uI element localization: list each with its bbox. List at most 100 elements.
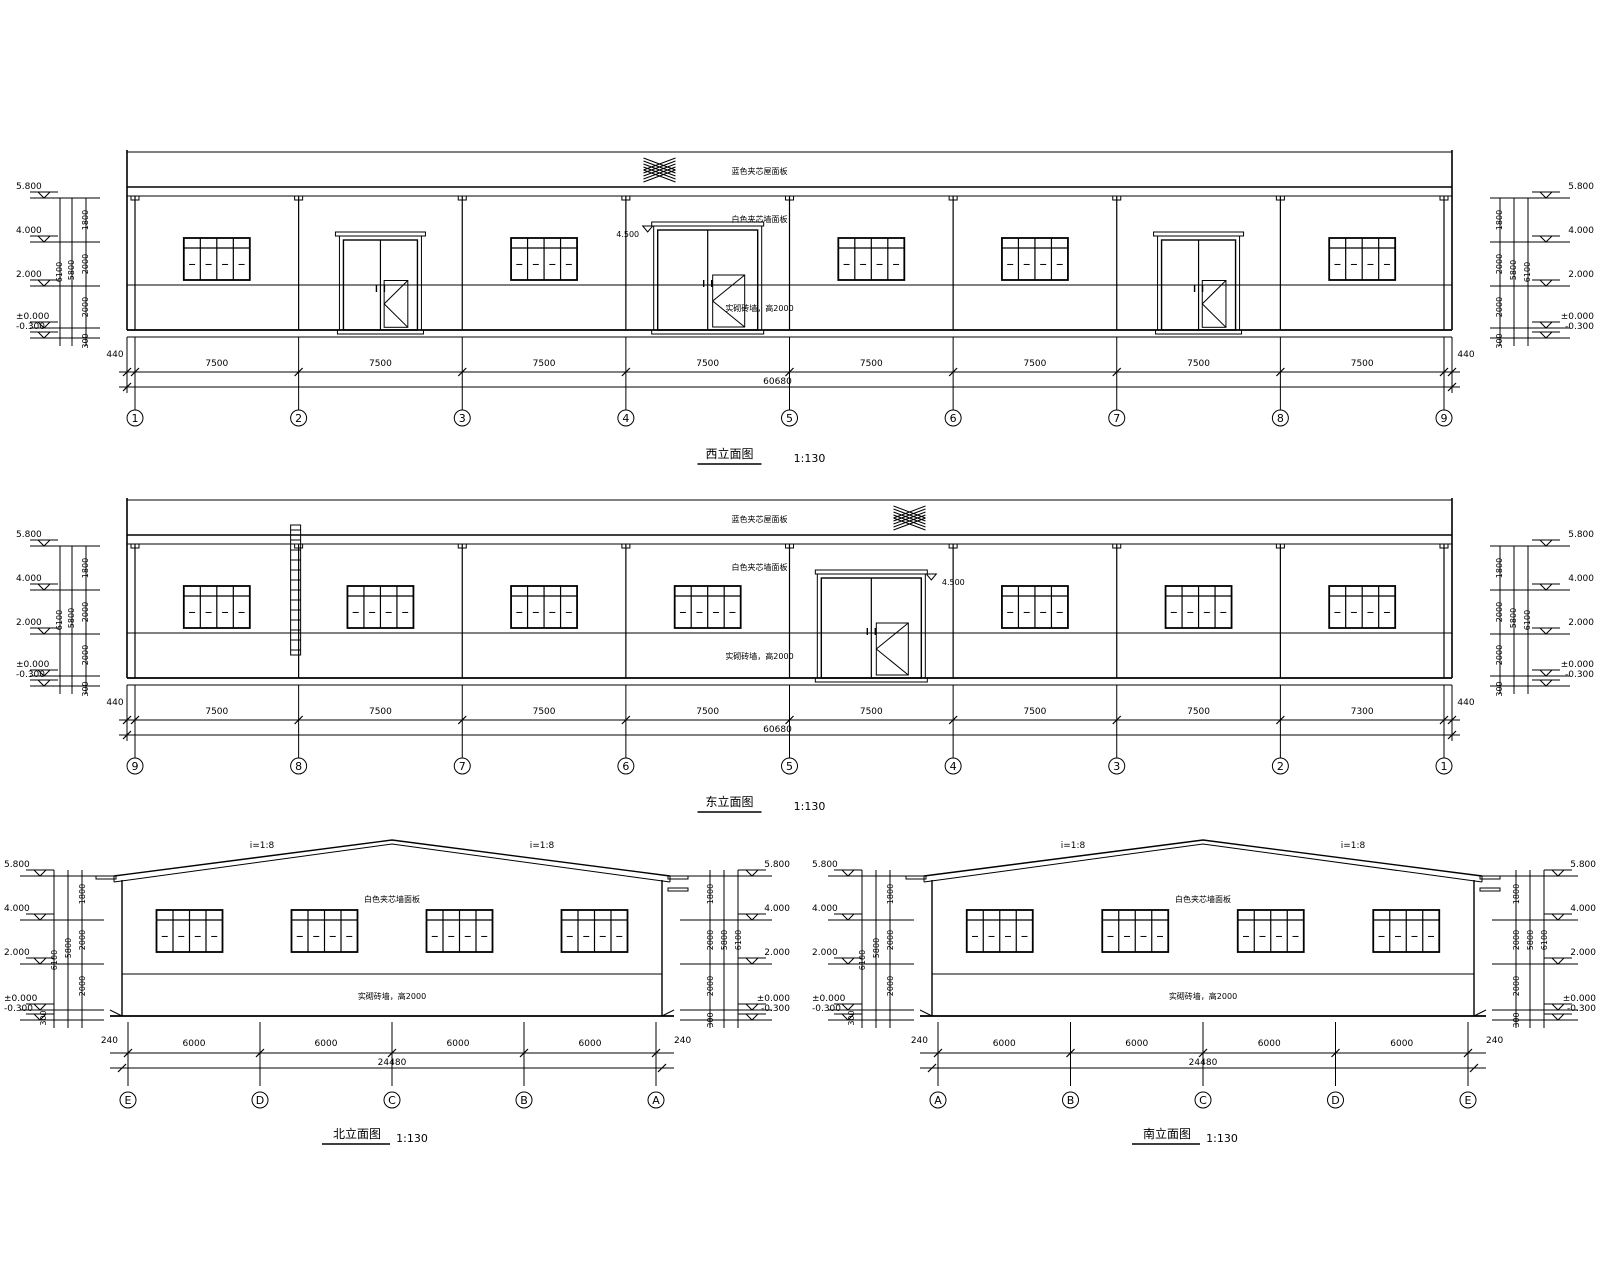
level-triangle [36, 679, 52, 687]
axis-label: E [125, 1094, 132, 1107]
level-mark: -0.300 [16, 322, 84, 339]
hatch-line [893, 511, 926, 525]
height-seg: 2000 [886, 976, 895, 996]
window [1101, 909, 1170, 953]
roof-access-ladder [290, 524, 302, 656]
bay-dimension: 7500 [860, 359, 883, 369]
height-seg: 1800 [81, 210, 90, 230]
window [182, 585, 251, 629]
level-mark: 5.800 [16, 530, 84, 547]
door [651, 221, 765, 335]
drawing-title: 西立面图 [705, 446, 753, 461]
height-seg: 2000 [1512, 976, 1521, 996]
hatch-line [893, 514, 926, 528]
bay-dimension: 7500 [369, 359, 392, 369]
apron-slope [919, 1009, 933, 1017]
gutter-bracket [667, 875, 689, 880]
height-seg: 300 [81, 681, 90, 696]
axis-label: 2 [1277, 760, 1284, 773]
gutter-bracket [667, 887, 689, 892]
level-triangle [36, 583, 52, 591]
overall-dimension: 60680 [763, 725, 792, 735]
height-seg: 300 [847, 1010, 856, 1025]
axis-bubble [1271, 409, 1289, 427]
dimension-tick [948, 715, 958, 725]
level-value: 4.000 [16, 226, 42, 236]
door-level-triangle [641, 225, 654, 233]
axis-bubble [617, 757, 635, 775]
level-value: 2.000 [4, 948, 30, 958]
axis-bubble [1435, 757, 1453, 775]
axis-bubble [1062, 1091, 1079, 1109]
bay-dimension: 6000 [315, 1039, 338, 1049]
height-seg: 1800 [78, 884, 87, 904]
bay-dimension: 7500 [1351, 359, 1374, 369]
level-triangle [1538, 627, 1554, 635]
door-step [814, 677, 928, 683]
edge-dimension: 440 [106, 350, 123, 360]
roof-note: 蓝色夹芯屋面板 [732, 166, 788, 176]
base-note: 实砌砖墙，高2000 [725, 303, 793, 313]
level-mark: 2.000 [1506, 618, 1594, 635]
level-value: 5.800 [812, 860, 838, 870]
downpipe-head [130, 543, 140, 549]
height-seg: 1800 [886, 884, 895, 904]
bay-dimension: 7300 [1351, 707, 1374, 717]
level-triangle [1538, 679, 1554, 687]
level-triangle [744, 1013, 760, 1021]
hatch-line [643, 160, 676, 174]
height-mid: 5800 [64, 938, 73, 958]
level-triangle [1550, 1003, 1566, 1011]
height-seg: 300 [81, 333, 90, 348]
dimension-tick [1275, 367, 1285, 377]
dimension-tick [651, 1048, 661, 1058]
axis-label: D [256, 1094, 264, 1107]
height-seg: 2000 [81, 254, 90, 274]
bay-dimension: 6000 [1125, 1039, 1148, 1049]
axis-label: 9 [1441, 412, 1448, 425]
level-value: 2.000 [16, 270, 42, 280]
downpipe-head [785, 543, 794, 549]
axis-label: 6 [622, 760, 629, 773]
level-value: -0.300 [1565, 322, 1594, 332]
level-triangle [1550, 913, 1566, 921]
axis-label: A [652, 1094, 660, 1107]
dimension-tick [294, 715, 304, 725]
edge-dimension: 240 [1486, 1036, 1503, 1046]
roof-slope: i=1:8 [1341, 841, 1366, 851]
hatch-line [893, 517, 926, 531]
overall-dimension: 24480 [378, 1058, 407, 1068]
apron-slope [1473, 1009, 1487, 1017]
level-triangle [36, 539, 52, 547]
bay-dimension: 6000 [183, 1039, 206, 1049]
axis-label: 4 [622, 412, 629, 425]
dimension-tick [657, 1063, 667, 1073]
wicket-door [875, 622, 909, 676]
level-value: 2.000 [16, 618, 42, 628]
bay-dimension: 7500 [1187, 359, 1210, 369]
downpipe-head [294, 195, 304, 201]
axis-bubble [251, 1091, 269, 1109]
level-triangle [1538, 191, 1554, 199]
height-seg: 2000 [1495, 297, 1504, 317]
axis-label: D [1331, 1094, 1339, 1107]
window [1236, 909, 1305, 953]
bay-dimension: 7500 [205, 707, 228, 717]
edge-dimension: 440 [106, 698, 123, 708]
wicket-swing-line [875, 648, 909, 676]
level-triangle [1550, 869, 1566, 877]
axis-bubble [290, 757, 308, 775]
height-seg: 1800 [706, 884, 715, 904]
axis-label: 3 [459, 412, 466, 425]
level-value: ±0.000 [1561, 312, 1595, 322]
window [425, 909, 494, 953]
overall-dimension: 24480 [1189, 1058, 1218, 1068]
axis-label: 2 [295, 412, 302, 425]
axis-bubble [1459, 1091, 1477, 1109]
level-mark: -0.300 [16, 670, 84, 687]
axis-label: 6 [950, 412, 957, 425]
base-note: 实砌砖墙，高2000 [358, 991, 426, 1001]
dimension-tick [1112, 367, 1122, 377]
axis-label: A [934, 1094, 942, 1107]
